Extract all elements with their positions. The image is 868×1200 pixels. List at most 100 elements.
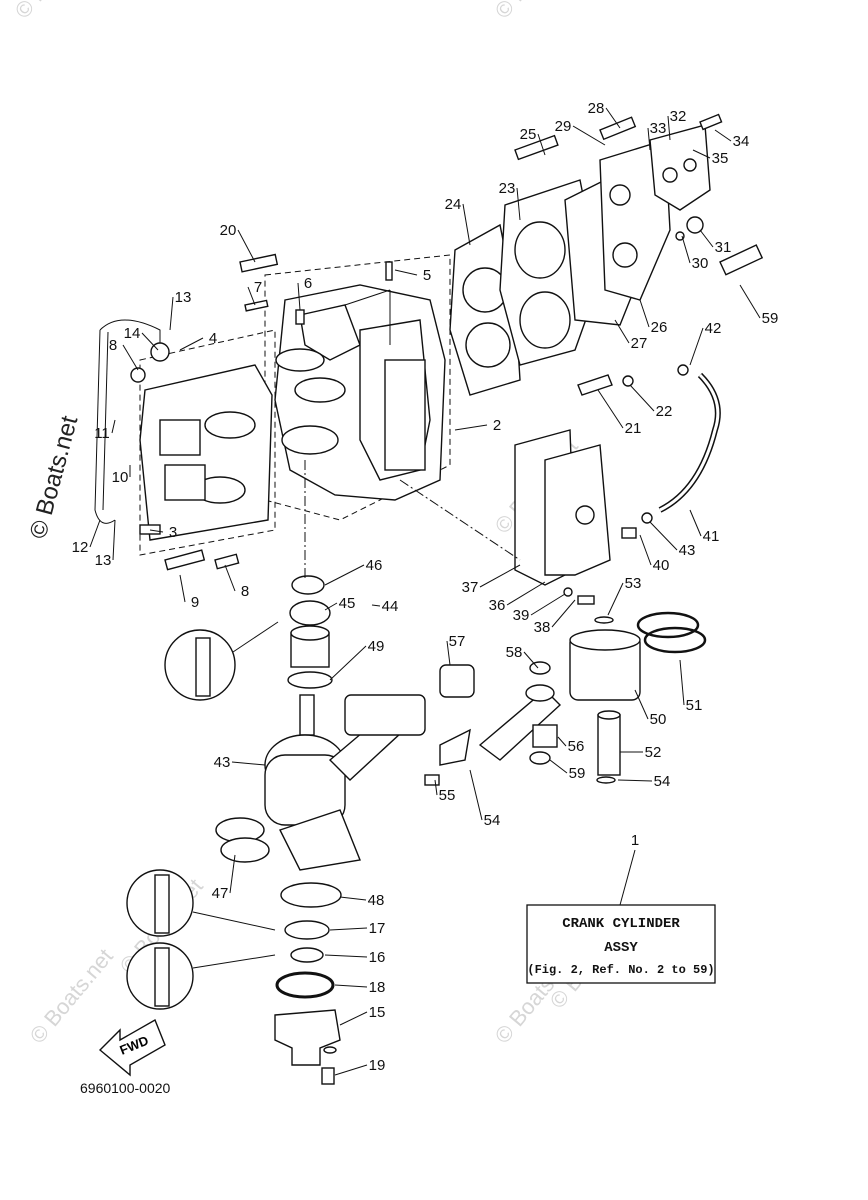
callout-24: 24 — [445, 196, 462, 213]
detail-circles — [126, 621, 279, 1010]
callout-2: 2 — [493, 417, 501, 434]
assy-title: CRANK CYLINDER — [562, 916, 680, 932]
callout-1: 1 — [631, 832, 639, 849]
callout-leader-9 — [179, 574, 186, 603]
callout-leader-25 — [537, 133, 546, 156]
cylinder-head-group — [449, 124, 711, 396]
assy-box: CRANK CYLINDER ASSY (Fig. 2, Ref. No. 2 … — [526, 849, 716, 984]
callout-leader-54 — [469, 769, 483, 821]
callout-12: 12 — [72, 539, 89, 556]
callout-18: 18 — [369, 979, 386, 996]
callout-56: 56 — [568, 738, 585, 755]
callout-leader-56 — [557, 736, 567, 747]
callout-leader-42 — [689, 327, 704, 366]
piston-group — [424, 611, 707, 786]
callout-14: 14 — [124, 325, 141, 342]
callout-leader-4 — [179, 337, 204, 351]
callout-leader-7 — [247, 286, 256, 306]
callout-44: 44 — [382, 598, 399, 615]
callout-leader-23 — [516, 187, 521, 221]
callout-leader-24 — [462, 203, 471, 246]
callout-leader-46 — [324, 564, 365, 586]
callout-31: 31 — [715, 239, 732, 256]
callout-leader-55 — [434, 779, 438, 796]
callout-8: 8 — [109, 337, 117, 354]
callout-leader-32 — [667, 115, 671, 141]
callout-10: 10 — [112, 469, 129, 486]
callout-leader-26 — [639, 299, 650, 328]
callout-48: 48 — [368, 892, 385, 909]
callout-5: 5 — [423, 267, 431, 284]
callout-15: 15 — [369, 1004, 386, 1021]
callout-49: 49 — [368, 638, 385, 655]
callout-57: 57 — [449, 633, 466, 650]
callout-leader-57 — [446, 640, 451, 666]
callout-leader-28 — [605, 107, 621, 129]
callout-54: 54 — [654, 773, 671, 790]
callout-leader-39 — [530, 593, 566, 616]
callout-leader-35 — [692, 149, 711, 159]
callout-leader-12 — [89, 519, 101, 548]
callout-leader-21 — [597, 389, 624, 429]
callout-47: 47 — [212, 885, 229, 902]
callout-leader-14 — [141, 332, 159, 351]
callout-8: 8 — [241, 583, 249, 600]
callout-labels: 1234567889101112131314151617181920212223… — [72, 100, 779, 1076]
callout-45: 45 — [339, 595, 356, 612]
callout-38: 38 — [534, 619, 551, 636]
callout-3: 3 — [169, 524, 177, 541]
callout-leader-59 — [739, 284, 761, 319]
watermark-tile: © Boats.net — [10, 0, 103, 23]
callout-leader-45 — [324, 602, 338, 611]
callout-23: 23 — [499, 180, 516, 197]
callout-59: 59 — [569, 765, 586, 782]
callout-43: 43 — [679, 542, 696, 559]
callout-leader-17 — [329, 927, 368, 931]
callout-16: 16 — [369, 949, 386, 966]
callout-34: 34 — [733, 133, 750, 150]
callout-leader-5 — [394, 269, 418, 276]
crankcase-cover-group — [94, 319, 276, 556]
callout-13: 13 — [175, 289, 192, 306]
callout-leader-2 — [454, 424, 488, 431]
crankshaft-group — [215, 460, 426, 1085]
callout-37: 37 — [462, 579, 479, 596]
callout-28: 28 — [588, 100, 605, 117]
callout-leader-59 — [549, 759, 568, 774]
figure-code: 6960100-0020 — [80, 1080, 171, 1096]
callout-leader-43 — [649, 521, 678, 551]
crankcase-group — [264, 254, 451, 521]
callout-leader-29 — [572, 125, 606, 146]
watermark-tile: © Boats.net — [490, 0, 583, 23]
callout-leader-33 — [647, 127, 651, 151]
callout-leader-31 — [699, 229, 714, 248]
callout-50: 50 — [650, 711, 667, 728]
callout-leader-53 — [607, 582, 624, 616]
callout-53: 53 — [625, 575, 642, 592]
callout-43: 43 — [214, 754, 231, 771]
callout-leader-36 — [506, 581, 546, 606]
callout-leader-38 — [551, 599, 576, 628]
callout-leader-51 — [679, 659, 685, 706]
fwd-arrow: FWD — [98, 1018, 166, 1077]
callout-leader-8 — [122, 344, 139, 371]
callout-6: 6 — [304, 275, 312, 292]
callout-13: 13 — [95, 552, 112, 569]
callout-26: 26 — [651, 319, 668, 336]
callout-leader-44 — [371, 604, 381, 607]
callout-leader-3 — [149, 529, 164, 533]
exhaust-cover-group — [399, 429, 611, 586]
callout-leader-22 — [629, 384, 655, 412]
callout-17: 17 — [369, 920, 386, 937]
callout-59: 59 — [762, 310, 779, 327]
watermark-tile: © Boats.net — [25, 944, 118, 1048]
callout-leader-16 — [324, 954, 368, 958]
callout-leader-58 — [523, 651, 539, 669]
callout-46: 46 — [366, 557, 383, 574]
assy-note: (Fig. 2, Ref. No. 2 to 59) — [527, 963, 714, 977]
callout-41: 41 — [703, 528, 720, 545]
callout-35: 35 — [712, 150, 729, 167]
callout-4: 4 — [209, 330, 217, 347]
callout-29: 29 — [555, 118, 572, 135]
